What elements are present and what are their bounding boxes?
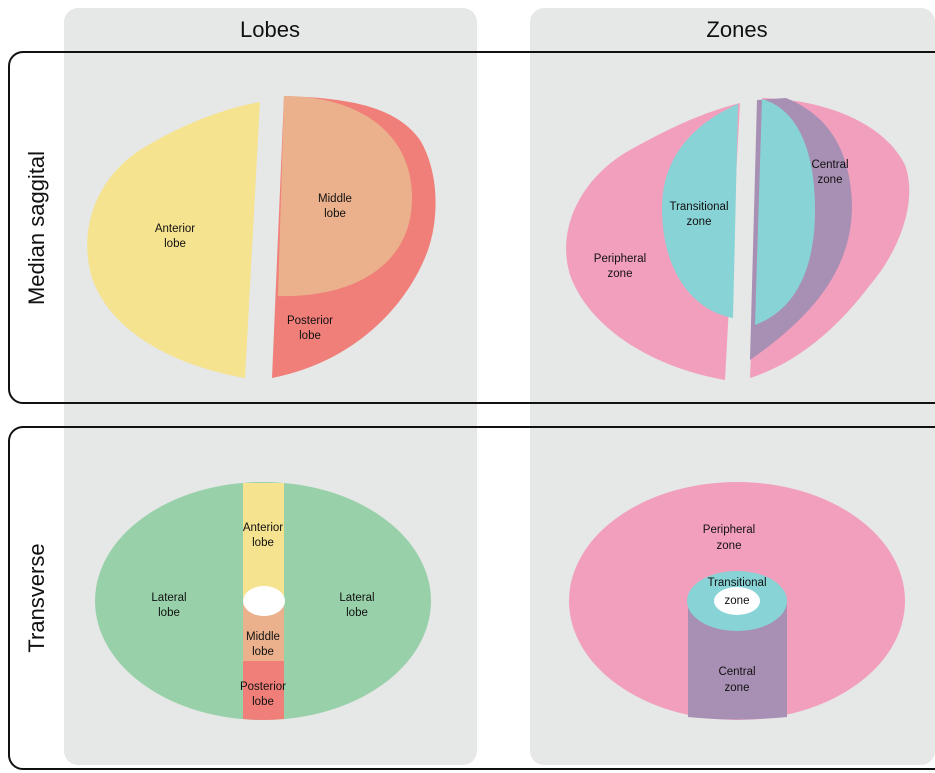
transverse-central-zone	[688, 600, 787, 720]
sagittal-middle-lobe	[278, 96, 412, 297]
transverse-anterior-lobe	[243, 483, 284, 597]
column-title-zones: Zones	[706, 17, 767, 42]
sagittal-transitional-zone-anterior	[662, 104, 738, 318]
row-title-transverse: Transverse	[24, 543, 49, 652]
column-title-lobes: Lobes	[240, 17, 300, 42]
transverse-row-frame	[8, 426, 935, 770]
sagittal-transitional-zone-posterior	[755, 99, 815, 325]
transverse-posterior-lobe	[243, 661, 284, 720]
sagittal-anterior-lobe	[87, 102, 260, 378]
transverse-urethra-zones	[714, 587, 760, 615]
sagittal-row-frame	[8, 51, 935, 404]
transverse-urethra-lobes	[243, 586, 285, 616]
row-title-sagittal: Median saggital	[24, 151, 49, 305]
